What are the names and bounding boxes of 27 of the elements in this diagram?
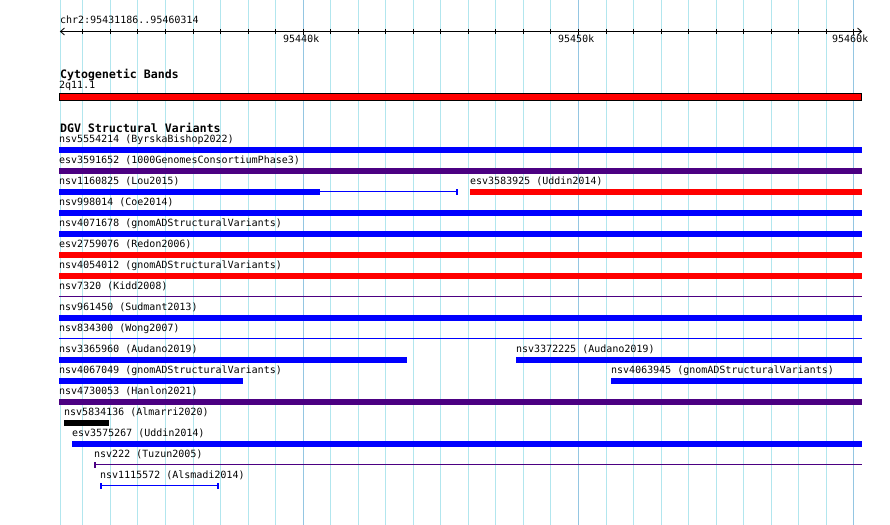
feature-label: esv3583925 (Uddin2014) [470,177,604,187]
feature-label: nsv7320 (Kidd2008) [59,282,168,292]
tick-label: 95450k [558,35,594,45]
feature-label: esv2759076 (Redon2006) [59,240,192,250]
feature-label: nsv4067049 (gnomADStructuralVariants) [59,366,282,376]
feature-label: nsv5554214 (ByrskaBishop2022) [59,135,235,145]
tick-label: 95440k [283,35,320,45]
feature-label: nsv222 (Tuzun2005) [94,450,204,460]
feature-label: nsv4054012 (gnomADStructuralVariants) [59,261,283,271]
tick-label: 95460k [832,35,868,45]
feature-label: nsv4730053 (Hanlon2021) [59,387,198,397]
coordinate-range: chr2:95431186..95460314 [60,16,198,26]
feature-label: esv3591652 (1000GenomesConsortiumPhase3) [59,156,301,166]
feature-label: nsv4071678 (gnomADStructuralVariants) [59,219,283,229]
track-title: Cytogenetic Bands [60,68,179,80]
feature-label: nsv1115572 (Alsmadi2014) [100,471,244,481]
feature-label: nsv5834136 (Almarri2020) [64,408,208,418]
feature-label: nsv4063945 (gnomADStructuralVariants) [611,366,835,376]
feature-label: nsv961450 (Sudmant2013) [59,303,198,313]
track-title: DGV Structural Variants [60,122,221,134]
feature-label: nsv3365960 (Audano2019) [59,345,198,355]
feature-label: esv3575267 (Uddin2014) [72,429,206,439]
band-label: 2q11.1 [59,81,96,91]
feature-label: nsv834300 (Wong2007) [59,324,180,334]
feature-label: nsv1160825 (Lou2015) [59,177,180,187]
feature-label: nsv3372225 (Audano2019) [516,345,656,355]
feature-label: nsv998014 (Coe2014) [59,198,174,208]
